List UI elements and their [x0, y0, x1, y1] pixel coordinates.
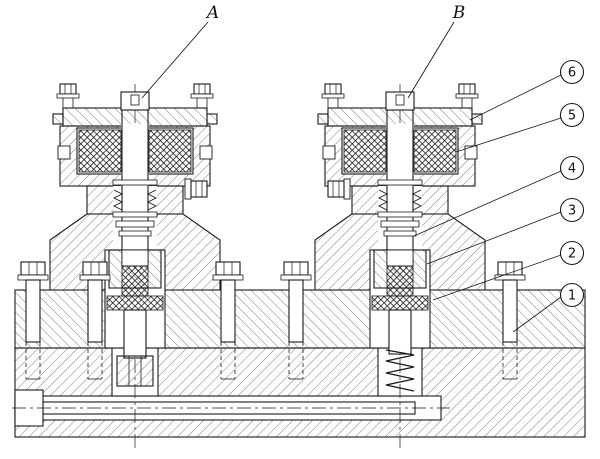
base-bolt-1 [17, 261, 49, 380]
rod-spring-left [112, 189, 124, 211]
coil-spring [385, 349, 415, 392]
foot-stem [121, 265, 149, 297]
side-bolt [184, 178, 208, 200]
packing-right [148, 129, 192, 173]
base-plates [14, 289, 586, 438]
rod-spring-left [377, 189, 389, 211]
cap-bolt-left [321, 83, 345, 108]
base-bolt-4 [280, 261, 312, 380]
side-bolt-head [327, 180, 345, 198]
spring-bore [113, 186, 157, 250]
spacer-ring [383, 230, 417, 237]
label-a-leader [141, 21, 209, 99]
label-b-leader [407, 21, 455, 99]
hex-nut [116, 355, 154, 387]
rod-end-nut [116, 355, 154, 387]
bolt-washer [56, 93, 80, 99]
side-bolt-washer [343, 178, 351, 200]
callout-2-badge [559, 240, 585, 266]
callout-1-badge [559, 282, 585, 308]
spacer-ring [118, 230, 152, 237]
label-b: B [452, 3, 466, 23]
assembly-b [314, 83, 486, 392]
foot-lower-stem [123, 309, 147, 359]
base-bolt-5 [494, 261, 526, 380]
rod-end [121, 249, 149, 267]
callout-3-number: 3 [568, 204, 576, 219]
packing-left [343, 129, 387, 173]
bolt-head [458, 83, 476, 95]
gland-nut-left [57, 145, 71, 160]
retaining-ring [115, 220, 155, 228]
rod-top-slot [395, 94, 405, 106]
cap-bolt-right [455, 83, 479, 108]
packing-left [78, 129, 122, 173]
side-bolt [327, 178, 351, 200]
cap-plate [62, 107, 208, 127]
cap-ear-right [206, 113, 218, 125]
gland-nut-right [199, 145, 213, 160]
label-a: A [205, 3, 219, 23]
callout-1: 1 [512, 282, 585, 333]
callout-2: 2 [432, 240, 585, 301]
side-bolt-head [190, 180, 208, 198]
rod-bore [121, 124, 149, 186]
lower-base-plate [14, 347, 586, 438]
callout-3-badge [559, 197, 585, 223]
callout-4-number: 4 [568, 162, 576, 177]
callout-6: 6 [469, 59, 585, 121]
callout-6-number: 6 [568, 66, 576, 81]
callout-5-badge [559, 102, 585, 128]
bolt-washer [190, 93, 214, 99]
rod-spring-right [411, 189, 423, 211]
rod-end [386, 249, 414, 267]
callout-1-number: 1 [568, 289, 576, 304]
packing-right [413, 129, 457, 173]
cap-bolt-left [56, 83, 80, 108]
gland-nut-right [464, 145, 478, 160]
cap-bolt-right [190, 83, 214, 108]
bolt-head [324, 83, 342, 95]
lower-washer [377, 211, 423, 218]
callout-5: 5 [455, 102, 585, 153]
foot-stem [386, 265, 414, 297]
base-bolts [17, 261, 526, 380]
callout-5-number: 5 [568, 109, 576, 124]
base-bolt-2 [79, 261, 111, 380]
rod-spring-right [146, 189, 158, 211]
callout-2-number: 2 [568, 247, 576, 262]
gland-nut-left [322, 145, 336, 160]
bolt-washer [455, 93, 479, 99]
return-spring [385, 349, 415, 392]
bolt-washer [321, 93, 345, 99]
cap-plate [327, 107, 473, 127]
cap-ear-left [317, 113, 329, 125]
bolt-head [193, 83, 211, 95]
rod-bore [386, 124, 414, 186]
cap-ear-left [52, 113, 64, 125]
spring-bore [378, 186, 422, 250]
part-labels: A B [141, 3, 466, 99]
upper-washer [112, 179, 158, 186]
lower-washer [112, 211, 158, 218]
foot-flange [371, 295, 429, 311]
callouts: 6 5 4 3 2 1 [413, 59, 585, 333]
base-bolt-3 [212, 261, 244, 380]
side-bolt-washer [184, 178, 192, 200]
upper-washer [377, 179, 423, 186]
callout-4: 4 [413, 155, 585, 237]
callout-3: 3 [426, 197, 585, 265]
bolt-head [59, 83, 77, 95]
rod-top-slot [130, 94, 140, 106]
retaining-ring [380, 220, 420, 228]
cap-ear-right [471, 113, 483, 125]
callout-6-badge [559, 59, 585, 85]
foot-lower-stem [388, 309, 412, 355]
foot-flange [106, 295, 164, 311]
callout-4-badge [559, 155, 585, 181]
